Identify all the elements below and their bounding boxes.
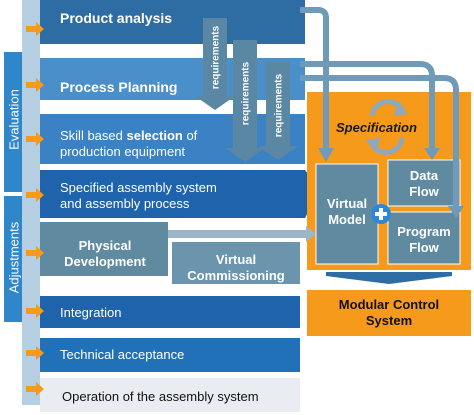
specification-title: Specification <box>336 120 417 135</box>
step-process-planning: Process Planning <box>60 79 178 95</box>
band-product-analysis <box>40 0 305 44</box>
virtual-comm-line2: Commissioning <box>187 268 285 283</box>
modular-control-label: Modular Control System <box>307 297 471 329</box>
specified-line2: and assembly process <box>60 196 190 211</box>
step-virtual-commissioning: Virtual Commissioning <box>174 252 298 284</box>
adjustments-bar <box>4 196 24 322</box>
modular-control-box <box>307 290 471 336</box>
skill-text-pre: Skill based <box>60 128 127 143</box>
skill-text-line2: production equipment <box>60 144 186 159</box>
data-flow-line1: Data <box>409 168 439 183</box>
data-flow-line2: Flow <box>409 184 439 199</box>
separator-1 <box>40 45 305 58</box>
data-flow-box <box>387 159 461 207</box>
program-flow-box <box>387 211 461 265</box>
virtual-comm-line1: Virtual <box>215 252 257 267</box>
spine-arrows <box>26 22 44 396</box>
skill-text-post: of <box>182 128 198 143</box>
step-integration: Integration <box>60 305 122 320</box>
evaluation-bar <box>4 52 24 192</box>
step-specified: Specified assembly system and assembly p… <box>60 180 217 212</box>
data-flow-label: Data Flow <box>388 168 460 200</box>
requirements-arrow-2 <box>225 40 265 162</box>
band-physical <box>40 222 168 276</box>
requirements-label-1: requirements <box>210 25 222 90</box>
requirements-arrow-1 <box>195 18 235 110</box>
step-operation: Operation of the assembly system <box>62 389 259 404</box>
requirements-label-2: requirements <box>240 61 252 126</box>
virtual-model-box <box>315 163 379 265</box>
step-technical-acceptance: Technical acceptance <box>60 347 185 362</box>
separator-2 <box>40 102 305 114</box>
skill-text-bold: selection <box>126 128 183 143</box>
band-virtual-commissioning <box>172 242 300 284</box>
requirements-label-3: requirements <box>273 73 285 138</box>
physical-line2: Development <box>64 254 146 269</box>
band-specified <box>40 170 320 218</box>
virtual-model-label: Virtual Model <box>316 196 378 228</box>
specified-line1: Specified assembly system <box>60 180 217 195</box>
physical-line1: Physical <box>78 238 132 253</box>
band-integration <box>40 296 300 328</box>
program-flow-label: Program Flow <box>388 224 460 256</box>
connector-arrows <box>300 7 459 208</box>
modular-line1: Modular Control <box>338 297 440 312</box>
physical-to-virtual-arrow <box>168 226 316 242</box>
step-product-analysis: Product analysis <box>60 10 173 26</box>
left-spine <box>22 0 40 405</box>
program-flow-line1: Program <box>397 224 451 239</box>
band-operation <box>40 378 300 412</box>
modular-line2: System <box>365 313 413 328</box>
virtual-model-line1: Virtual <box>326 196 368 211</box>
program-flow-line2: Flow <box>409 240 439 255</box>
step-skill-selection: Skill based selection of production equi… <box>60 128 197 160</box>
spec-to-modular-arrow <box>326 272 452 284</box>
requirements-arrow-3 <box>258 62 298 160</box>
virtual-model-line2: Model <box>328 212 366 227</box>
band-technical-acceptance <box>40 338 300 372</box>
step-physical-development: Physical Development <box>48 238 162 270</box>
